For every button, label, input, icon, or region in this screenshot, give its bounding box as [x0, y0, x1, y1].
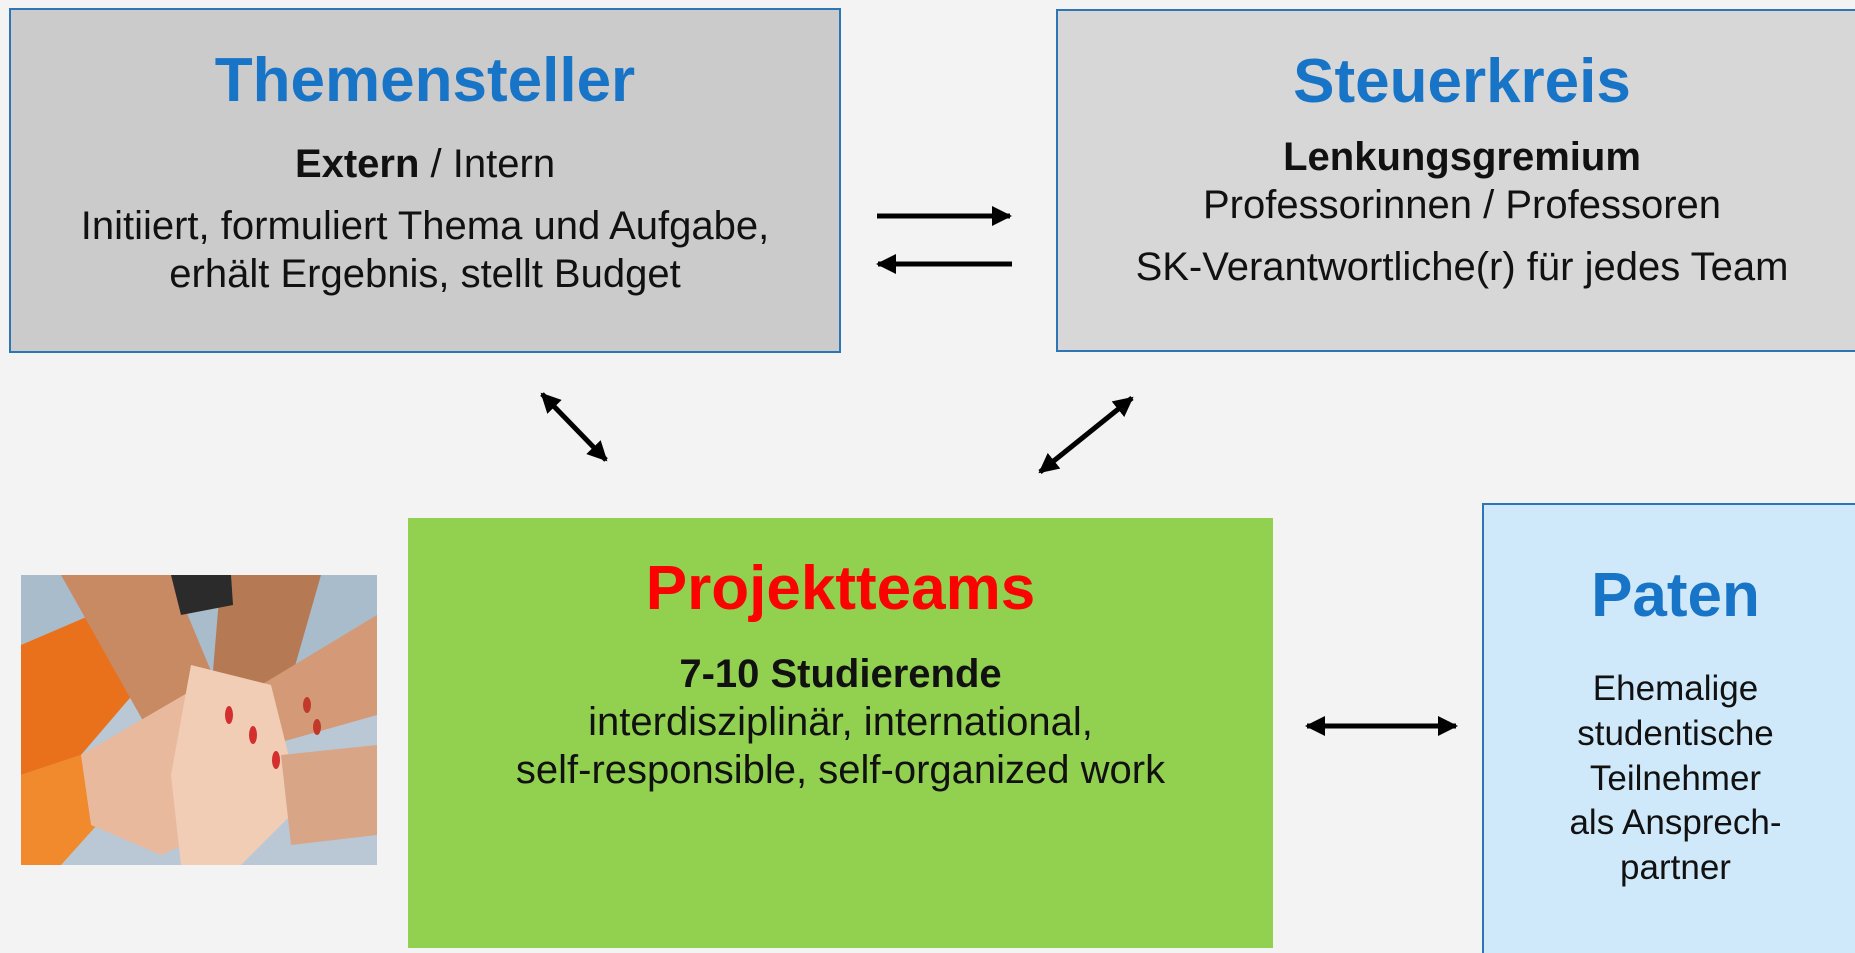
themensteller-title: Themensteller [214, 46, 636, 115]
steuerkreis-title: Steuerkreis [1293, 47, 1631, 116]
projektteams-title: Projektteams [645, 554, 1036, 623]
arrow-steuerkreis-projektteams [1038, 396, 1134, 474]
paten-description: Ehemalige studentische Teilnehmer als An… [1484, 667, 1855, 891]
projektteams-desc-2: self-responsible, self-organized work [515, 748, 1166, 792]
paten-line: studentische [1577, 713, 1774, 753]
paten-line: Ehemalige [1592, 669, 1759, 708]
stacked-hands-photo [21, 575, 377, 865]
paten-box: Paten Ehemalige studentische Teilnehmer … [1482, 503, 1855, 953]
paten-title: Paten [1591, 561, 1760, 630]
steuerkreis-box: Steuerkreis Lenkungsgremium Professorinn… [1056, 9, 1855, 352]
arrow-themensteller-projektteams [540, 392, 608, 462]
projektteams-desc-1: interdisziplinär, international, [588, 700, 1093, 744]
projektteams-box: Projektteams 7-10 Studierende interdiszi… [408, 518, 1273, 948]
themensteller-extern: Extern [294, 142, 420, 186]
steuerkreis-responsibility: SK-Verantwortliche(r) für jedes Team [1135, 245, 1789, 289]
themensteller-desc-2: erhält Ergebnis, stellt Budget [169, 252, 681, 296]
steuerkreis-members: Professorinnen / Professoren [1202, 183, 1722, 227]
paten-line: Teilnehmer [1589, 758, 1762, 798]
themensteller-type: Extern / Intern [11, 140, 839, 188]
themensteller-box: Themensteller Extern / Intern Initiiert,… [9, 8, 841, 353]
themensteller-intern: / Intern [419, 142, 556, 186]
steuerkreis-subtitle: Lenkungsgremium [1283, 135, 1641, 179]
themensteller-desc-1: Initiiert, formuliert Thema und Aufgabe, [80, 204, 770, 248]
paten-line: partner [1620, 848, 1731, 888]
stacked-hands-image [21, 575, 377, 865]
paten-line: als Ansprech- [1569, 803, 1782, 843]
projektteams-size: 7-10 Studierende [679, 652, 1002, 696]
